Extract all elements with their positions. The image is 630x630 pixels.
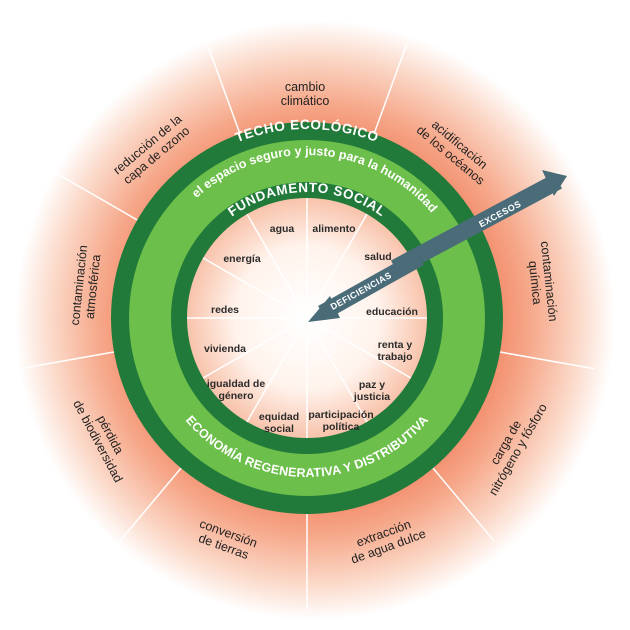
inner-divider-line bbox=[202, 257, 308, 319]
social-foundation-label: agua bbox=[270, 223, 295, 235]
social-foundation-label-line: igualdad de bbox=[207, 378, 266, 390]
social-foundation-label-line: género bbox=[218, 390, 253, 402]
social-foundation-label: redes bbox=[211, 304, 239, 316]
ecological-ceiling-label-line: cambio bbox=[285, 80, 325, 94]
social-foundation-label-line: redes bbox=[211, 304, 239, 316]
social-foundation-label-line: participación bbox=[308, 409, 373, 421]
outer-divider-line bbox=[499, 351, 595, 370]
social-foundation-label: energía bbox=[223, 253, 261, 265]
social-foundation-label-line: social bbox=[264, 423, 294, 435]
inner-divider-line bbox=[306, 213, 368, 319]
ecological-ceiling-label-line: química bbox=[526, 260, 545, 305]
ecological-ceiling-label: contaminaciónquímica bbox=[524, 240, 560, 323]
inner-divider-line bbox=[246, 213, 308, 319]
social-foundation-label-line: trabajo bbox=[377, 351, 412, 363]
ecological-ceiling-label: contaminaciónatmosférica bbox=[68, 244, 104, 327]
inner-divider-line bbox=[202, 317, 308, 379]
social-foundation-label-line: justicia bbox=[353, 391, 390, 403]
social-foundation-label: alimento bbox=[312, 223, 355, 235]
social-foundation-label-line: equidad bbox=[259, 411, 299, 423]
outer-divider-line bbox=[373, 43, 408, 135]
outer-divider-line bbox=[19, 351, 115, 370]
social-foundation-label-line: energía bbox=[223, 253, 261, 265]
outer-divider-line bbox=[206, 43, 241, 135]
social-foundation-label: educación bbox=[366, 306, 418, 318]
social-foundation-label-line: educación bbox=[366, 306, 418, 318]
social-foundation-label: vivienda bbox=[204, 343, 246, 355]
outer-divider-line bbox=[118, 467, 182, 543]
inner-divider-line bbox=[246, 317, 308, 423]
ecological-ceiling-label-line: climático bbox=[281, 94, 330, 108]
social-foundation-label-line: política bbox=[323, 421, 360, 433]
social-foundation-label: salud bbox=[364, 251, 391, 263]
social-foundation-label-line: alimento bbox=[312, 223, 355, 235]
social-foundation-label-line: paz y bbox=[359, 379, 385, 391]
social-foundation-label-line: salud bbox=[364, 251, 391, 263]
inner-divider-line bbox=[306, 317, 412, 379]
ecological-ceiling-label-line: atmosférica bbox=[83, 254, 104, 320]
social-foundation-label-line: agua bbox=[270, 223, 295, 235]
inner-divider-line bbox=[306, 317, 368, 423]
social-foundation-label-line: renta y bbox=[378, 339, 413, 351]
social-foundation-label-line: vivienda bbox=[204, 343, 246, 355]
outer-divider-line bbox=[432, 467, 496, 543]
outer-divider-line bbox=[53, 171, 138, 221]
